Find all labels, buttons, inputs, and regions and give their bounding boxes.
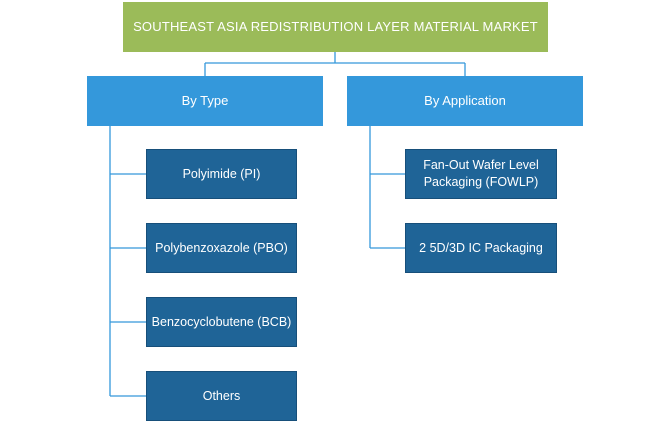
leaf-label: Benzocyclobutene (BCB): [151, 314, 292, 329]
leaf-label: Polyimide (PI): [182, 166, 261, 181]
leaf-fowlp: Fan-Out Wafer Level Packaging (FOWLP): [405, 149, 557, 199]
leaf-label: Fan-Out Wafer Level Packaging (FOWLP): [423, 158, 539, 189]
category-by-type-label: By Type: [181, 93, 229, 109]
leaf-label: Polybenzoxazole (PBO): [155, 240, 288, 255]
leaf-2-5d-3d-ic-packaging: 2 5D/3D IC Packaging: [405, 223, 557, 273]
root-node: SOUTHEAST ASIA REDISTRIBUTION LAYER MATE…: [123, 2, 548, 52]
leaf-label: 2 5D/3D IC Packaging: [419, 240, 543, 255]
category-by-application-label: By Application: [424, 93, 506, 109]
leaf-polyimide: Polyimide (PI): [146, 149, 297, 199]
leaf-others: Others: [146, 371, 297, 421]
category-by-type: By Type: [87, 76, 323, 126]
root-node-label: SOUTHEAST ASIA REDISTRIBUTION LAYER MATE…: [133, 19, 538, 35]
leaf-benzocyclobutene: Benzocyclobutene (BCB): [146, 297, 297, 347]
leaf-label: Others: [202, 388, 241, 403]
leaf-polybenzoxazole: Polybenzoxazole (PBO): [146, 223, 297, 273]
category-by-application: By Application: [347, 76, 583, 126]
